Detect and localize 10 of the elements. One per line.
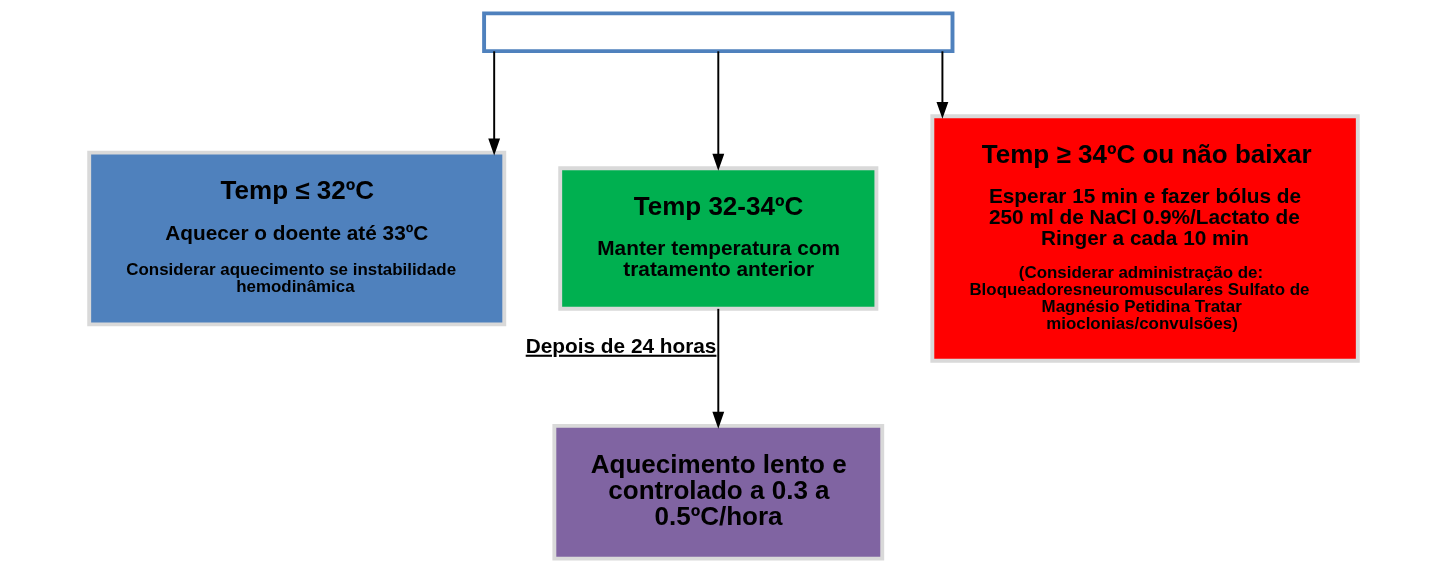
node-box: Aquecimento lento e controlado a 0.3 a 0.5ºC/hora	[552, 423, 885, 561]
arrow	[936, 50, 949, 119]
edge-label: Depois de 24 horas	[525, 333, 717, 357]
node-box	[482, 11, 955, 54]
arrow	[712, 50, 725, 171]
arrow	[712, 307, 725, 429]
node-box: Temp ≥ 34ºC ou não baixar Esperar 15 min e fazer bólus de 250 ml de NaCl 0.9%/Lactato de Ringer a cada 10 min (Considerar administração de: Bloqueadoresneuromusculares Sulfato de Magnésio Petidina Tratar mioclonias/convulsões)	[930, 114, 1360, 363]
node-box: Temp ≤ 32ºC Aquecer o doente até 33ºC Considerar aquecimento se instabilidade hemodinâmica	[87, 150, 507, 327]
node-box: Temp 32-34ºC Manter temperatura com tratamento anterior	[558, 166, 879, 311]
arrow	[488, 50, 501, 156]
